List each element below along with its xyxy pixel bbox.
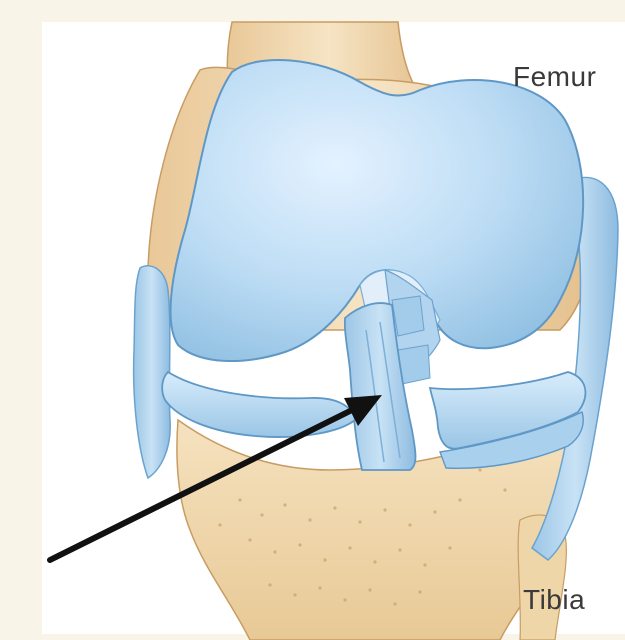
- tibia-label: Tibia: [523, 584, 585, 616]
- femur-label: Femur: [513, 61, 596, 93]
- cruciate-ligament-bundle: [392, 296, 424, 336]
